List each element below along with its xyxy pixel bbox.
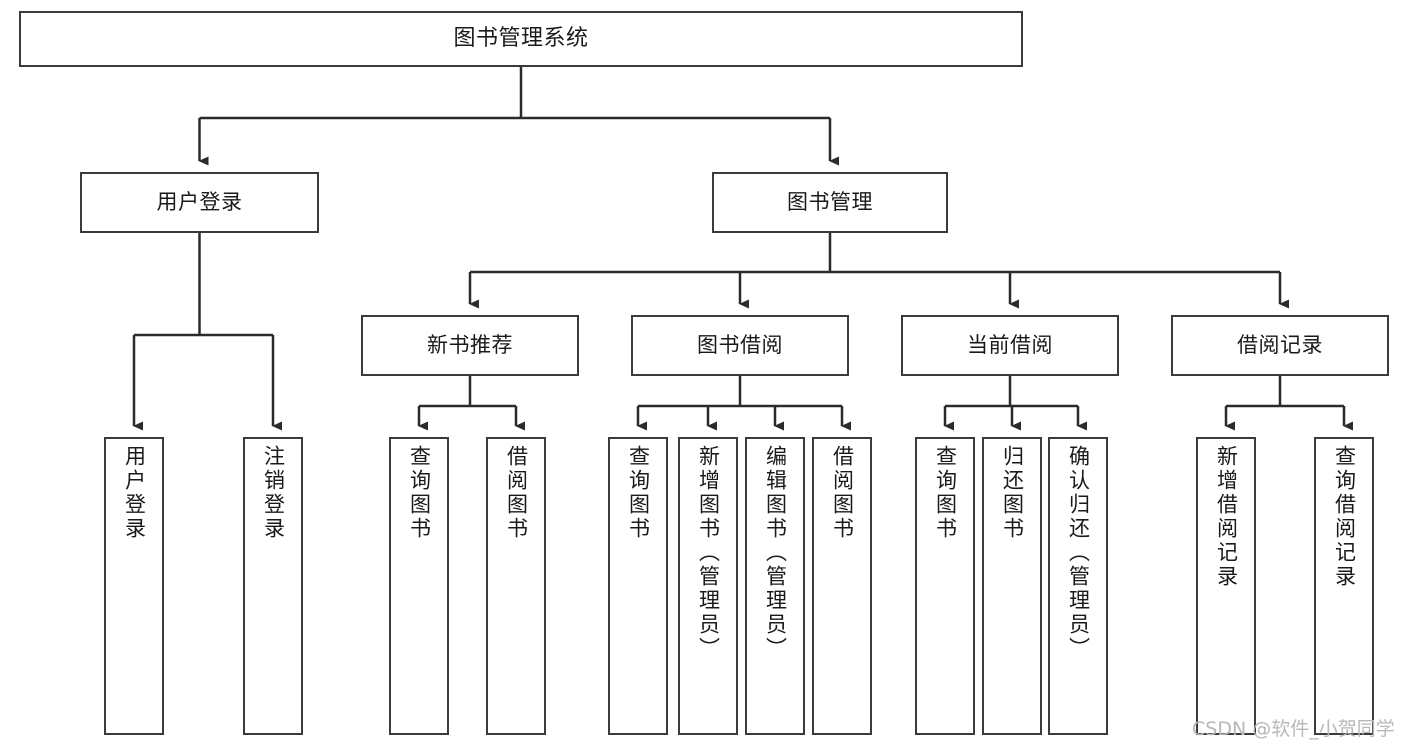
node-label: 查询图书 [407,445,432,541]
node-label: 查询借阅记录 [1332,445,1357,589]
node-label: 新增借阅记录 [1214,445,1239,589]
node-login[interactable]: 用户登录 [80,172,319,233]
node-newbook[interactable]: 新书推荐 [361,315,579,376]
node-label: 当前借阅 [967,332,1053,357]
node-borrow[interactable]: 图书借阅 [631,315,849,376]
node-label: 借阅记录 [1237,332,1323,357]
node-c-query[interactable]: 查询图书 [915,437,975,735]
node-c-return[interactable]: 归还图书 [982,437,1042,735]
node-bookmgmt[interactable]: 图书管理 [712,172,948,233]
node-label: 查询图书 [626,445,651,541]
node-root[interactable]: 图书管理系统 [19,11,1023,67]
node-label: 图书管理 [787,189,873,214]
node-l-logout[interactable]: 注销登录 [243,437,303,735]
node-label: 借阅图书 [504,445,529,541]
node-records[interactable]: 借阅记录 [1171,315,1389,376]
node-label: 图书管理系统 [453,25,589,51]
node-b-query[interactable]: 查询图书 [608,437,668,735]
node-label: 归还图书 [1000,445,1025,541]
node-label: 编辑图书（管理员） [763,445,788,661]
node-current[interactable]: 当前借阅 [901,315,1119,376]
node-b-add[interactable]: 新增图书（管理员） [678,437,738,735]
node-label: 用户登录 [122,445,147,541]
node-b-edit[interactable]: 编辑图书（管理员） [745,437,805,735]
node-r-query[interactable]: 查询借阅记录 [1314,437,1374,735]
node-n-borrow[interactable]: 借阅图书 [486,437,546,735]
node-label: 查询图书 [933,445,958,541]
node-label: 用户登录 [156,189,243,214]
node-label: 注销登录 [261,445,286,541]
node-label: 确认归还（管理员） [1066,445,1091,661]
node-l-login[interactable]: 用户登录 [104,437,164,735]
node-b-lend[interactable]: 借阅图书 [812,437,872,735]
node-label: 新增图书（管理员） [696,445,721,661]
node-label: 新书推荐 [427,332,513,357]
node-n-query[interactable]: 查询图书 [389,437,449,735]
node-c-confirm[interactable]: 确认归还（管理员） [1048,437,1108,735]
watermark: CSDN @软件_小贺同学 [1192,718,1395,740]
node-label: 图书借阅 [697,332,783,357]
node-r-add[interactable]: 新增借阅记录 [1196,437,1256,735]
node-label: 借阅图书 [830,445,855,541]
